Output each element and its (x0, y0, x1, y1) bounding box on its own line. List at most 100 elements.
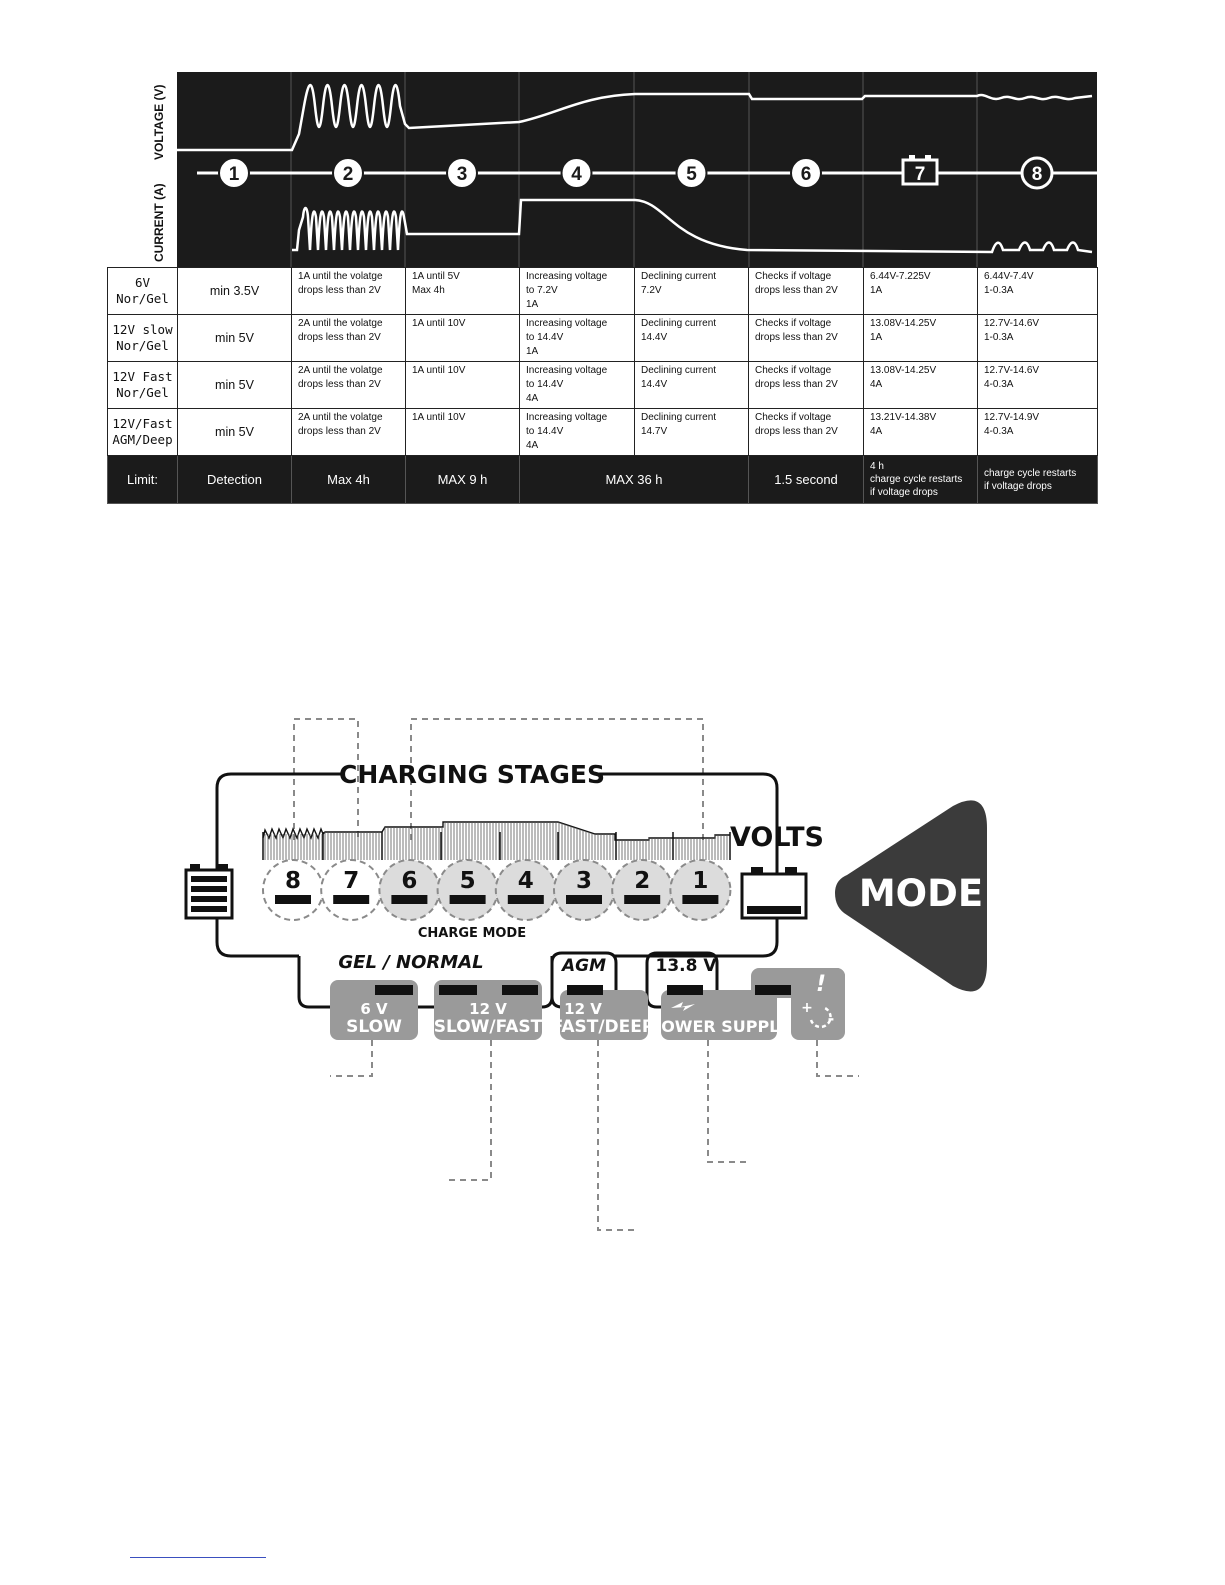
stage-number: 6 (801, 164, 812, 185)
battery-mode-cell: 12V slow Nor/Gel (107, 314, 178, 362)
stage-4-cell: Increasing voltage to 14.4V 4A (519, 361, 635, 409)
stage-7-cell: 13.08V-14.25V 1A (863, 314, 978, 362)
button-power-supply[interactable]: POWER SUPPLY (649, 985, 789, 1040)
limit-max-36h: MAX 36 h (519, 455, 749, 504)
button-6v-bottom: SLOW (346, 1017, 402, 1037)
stage-7-cell: 13.21V-14.38V 4A (863, 408, 978, 456)
stage-1-cell: min 5V (177, 314, 292, 362)
stage-indicator-2: 2 (611, 859, 674, 921)
stage-indicator-6: 6 (378, 859, 441, 921)
stage-marker-8: 8 (1020, 156, 1054, 190)
v138-label: 13.8 V (655, 956, 717, 976)
stage-led (391, 895, 428, 904)
button-reverse-polarity-warning[interactable]: ! + - (751, 968, 845, 1040)
limit-max-9h: MAX 9 h (405, 455, 520, 504)
stage-2-cell: 1A until the volatge drops less than 2V (291, 267, 406, 315)
stage-circle (790, 157, 822, 189)
stage-digit: 3 (576, 868, 592, 894)
stage-4-cell: Increasing voltage to 7.2V 1A (519, 267, 635, 315)
battery-volts-icon (740, 867, 808, 920)
stage-circle (446, 157, 478, 189)
limit-stage8: charge cycle restarts if voltage drops (977, 455, 1098, 504)
stage-dividers (290, 72, 978, 267)
stage-8-cell: 6.44V-7.4V 1-0.3A (977, 267, 1098, 315)
button-agm-top: 12 V (564, 1000, 602, 1018)
stage-number: 2 (343, 164, 354, 185)
stage-8-cell: 12.7V-14.6V 4-0.3A (977, 361, 1098, 409)
stage-indicator-3: 3 (553, 859, 615, 921)
limit-second: 1.5 second (748, 455, 864, 504)
stage-led (507, 895, 544, 904)
battery-mode-cell: 12V Fast Nor/Gel (107, 361, 178, 409)
callout-lines (293, 718, 859, 1231)
battery-terminal (909, 155, 915, 160)
stage-number: 1 (229, 164, 240, 185)
lightning-icon (671, 1002, 695, 1011)
stage-digit: 5 (460, 868, 476, 894)
stage-digit: 1 (692, 868, 708, 894)
stage-6-cell: Checks if voltage drops less than 2V (748, 314, 864, 362)
mode-button[interactable]: MODE (835, 800, 987, 992)
stage-3-cell: 1A until 10V (405, 314, 520, 362)
volts-label: VOLTS (730, 822, 824, 853)
limit-label: Limit: (107, 455, 178, 504)
stage-5-cell: Declining current 14.4V (634, 361, 749, 409)
button-12v-slow-fast[interactable]: 12 V SLOW/FAST (434, 980, 543, 1040)
mode-button-label: MODE (859, 872, 983, 915)
limit-row: Limit: Detection Max 4h MAX 9 h MAX 36 h… (107, 455, 1098, 504)
stage-marker-6: 6 (790, 157, 822, 189)
warning-exclamation: ! (816, 972, 826, 997)
battery-level-icon (184, 864, 234, 920)
stage-circle (675, 157, 708, 189)
chart-background (177, 72, 1097, 267)
stage-8-cell: 12.7V-14.6V 1-0.3A (977, 314, 1098, 362)
current-curve (292, 198, 1093, 254)
battery-terminal (925, 155, 931, 160)
battery-mode-cell: 6V Nor/Gel (107, 267, 178, 315)
minus-sign: - (828, 1009, 835, 1028)
stage-digit: 6 (401, 868, 417, 894)
stage-4-cell: Increasing voltage to 14.4V 1A (519, 314, 635, 362)
stage-7-cell: 6.44V-7.225V 1A (863, 267, 978, 315)
button-agm-fast-deep[interactable]: 12 V FAST/DEEP (552, 985, 655, 1040)
current-axis-label: CURRENT (A) (152, 183, 166, 262)
limit-detection: Detection (177, 455, 292, 504)
stage-6-cell: Checks if voltage drops less than 2V (748, 267, 864, 315)
stage-8-cell: 12.7V-14.9V 4-0.3A (977, 408, 1098, 456)
stage-digit: 4 (518, 868, 534, 894)
stage-2-cell: 2A until the volatge drops less than 2V (291, 314, 406, 362)
stage-digit: 8 (285, 868, 301, 894)
stage-7-cell: 13.08V-14.25V 4A (863, 361, 978, 409)
stage-6-cell: Checks if voltage drops less than 2V (748, 408, 864, 456)
button-agm-bottom: FAST/DEEP (552, 1017, 655, 1037)
voltage-curve (177, 83, 1093, 152)
gel-normal-label: GEL / NORMAL (338, 952, 483, 973)
stage-indicator-5: 5 (436, 859, 499, 921)
stage-marker-4: 4 (560, 157, 593, 189)
stage-waveform-hatching (264, 822, 728, 860)
button-6v-top: 6 V (360, 1000, 388, 1018)
gel-normal-label-bg (320, 943, 482, 969)
stage-led (682, 895, 719, 904)
stage-5-cell: Declining current 7.2V (634, 267, 749, 315)
stage-1-cell: min 5V (177, 408, 292, 456)
button-12v-bottom: SLOW/FAST (434, 1017, 543, 1037)
stage-led (566, 895, 602, 904)
stage-waveform (262, 821, 730, 841)
button-ps-label: POWER SUPPLY (649, 1017, 788, 1036)
stage-1-cell: min 3.5V (177, 267, 292, 315)
limit-max-4h: Max 4h (291, 455, 406, 504)
stage-number: 3 (457, 164, 468, 185)
stage-digit: 2 (634, 868, 650, 894)
stage-led (275, 895, 311, 904)
stage-marker-5: 5 (675, 157, 708, 189)
agm-label: AGM (560, 956, 606, 976)
button-6v-slow[interactable]: 6 V SLOW (330, 980, 418, 1040)
